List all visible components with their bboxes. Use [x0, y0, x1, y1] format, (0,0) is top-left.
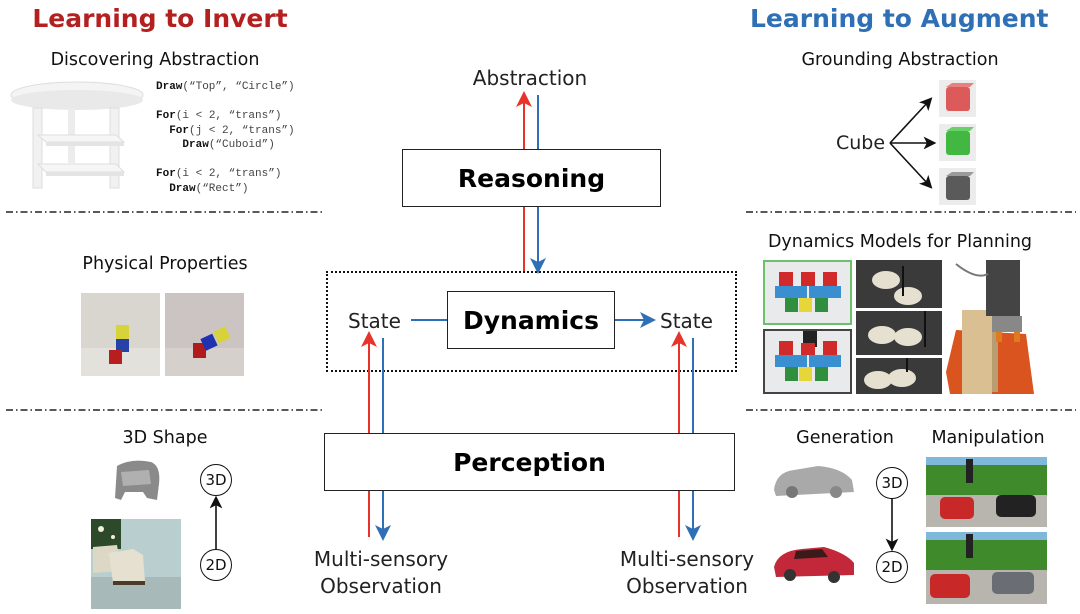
program-keyword: Draw — [169, 182, 196, 195]
green-cube-image — [939, 124, 976, 161]
program-line — [156, 95, 295, 110]
program-args: (“Rect”) — [195, 182, 249, 195]
observation-left-line2: Observation — [320, 574, 442, 598]
program-args: (i < 2, “trans”) — [175, 168, 282, 180]
observation-right-line1: Multi-sensory — [619, 547, 755, 571]
program-keyword: Draw — [156, 81, 183, 93]
program-args: (i < 2, “trans”) — [175, 110, 282, 122]
observation-right-line2: Observation — [626, 574, 748, 598]
red-cube-image — [939, 80, 976, 117]
program-line: Draw(“Top”, “Circle”) — [156, 80, 295, 95]
generation-title: Generation — [796, 428, 894, 448]
node-2d-right: 2D — [876, 551, 908, 583]
learning-to-augment-title: Learning to Augment — [750, 4, 1049, 33]
perception-box[interactable]: Perception — [324, 433, 735, 491]
car-rendered-image — [772, 541, 856, 583]
node-3d-right: 3D — [876, 467, 908, 499]
cube-concept-label: Cube — [836, 132, 886, 154]
state-left-label: State — [348, 309, 401, 333]
stacked-blocks-image — [81, 293, 160, 376]
manipulation-title: Manipulation — [931, 428, 1045, 448]
program-keyword: For — [156, 168, 176, 180]
program-args: (“Top”, “Circle”) — [182, 81, 295, 93]
state-right-label: State — [660, 309, 713, 333]
program-args — [156, 154, 163, 166]
pushing-discs-image-3 — [856, 358, 942, 394]
chair-3d-model-image — [111, 458, 163, 504]
program-line: Draw(“Rect”) — [156, 182, 295, 197]
3d-shape-title: 3D Shape — [122, 428, 208, 448]
node-3d-left: 3D — [200, 464, 232, 496]
car-voxel-image — [772, 462, 856, 500]
program-keyword: For — [156, 110, 176, 122]
blocks-goal-image — [763, 260, 852, 325]
falling-blocks-image — [165, 293, 244, 376]
metal-cube-image — [939, 168, 976, 205]
physical-properties-title: Physical Properties — [82, 254, 248, 274]
program-keyword: For — [169, 124, 190, 137]
program-line: For(i < 2, “trans”) — [156, 109, 295, 124]
arrow-cube-to-red — [889, 97, 933, 144]
table-image — [8, 80, 146, 200]
street-scene-original — [926, 457, 1047, 527]
armchair-photo — [91, 519, 181, 609]
dynamics-planning-title: Dynamics Models for Planning — [767, 232, 1033, 252]
program-args: (j < 2, “trans”) — [189, 124, 295, 137]
blocks-current-image — [763, 329, 852, 394]
observation-left-label: Multi-sensory Observation — [306, 546, 456, 600]
jenga-robot-image — [946, 260, 1036, 394]
program-line: For(i < 2, “trans”) — [156, 167, 295, 182]
shape-program: Draw(“Top”, “Circle”) For(i < 2, “trans”… — [156, 80, 295, 196]
program-line: For(j < 2, “trans”) — [156, 124, 295, 139]
program-line — [156, 153, 295, 168]
arrow-cube-to-metal — [889, 142, 933, 189]
node-2d-left: 2D — [200, 549, 232, 581]
observation-left-line1: Multi-sensory — [313, 547, 449, 571]
learning-to-invert-title: Learning to Invert — [32, 4, 288, 33]
discovering-abstraction-title: Discovering Abstraction — [50, 50, 260, 70]
observation-right-label: Multi-sensory Observation — [612, 546, 762, 600]
dynamics-box[interactable]: Dynamics — [447, 291, 615, 349]
grounding-abstraction-title: Grounding Abstraction — [801, 50, 999, 70]
abstraction-label: Abstraction — [472, 66, 588, 90]
street-scene-edited — [926, 532, 1047, 604]
program-keyword: Draw — [182, 139, 209, 151]
reasoning-box[interactable]: Reasoning — [402, 149, 661, 207]
pushing-discs-image-2 — [856, 311, 942, 355]
program-args: (“Cuboid”) — [208, 139, 275, 151]
program-line: Draw(“Cuboid”) — [156, 138, 295, 153]
program-args — [156, 96, 163, 108]
pushing-discs-image-1 — [856, 260, 942, 308]
